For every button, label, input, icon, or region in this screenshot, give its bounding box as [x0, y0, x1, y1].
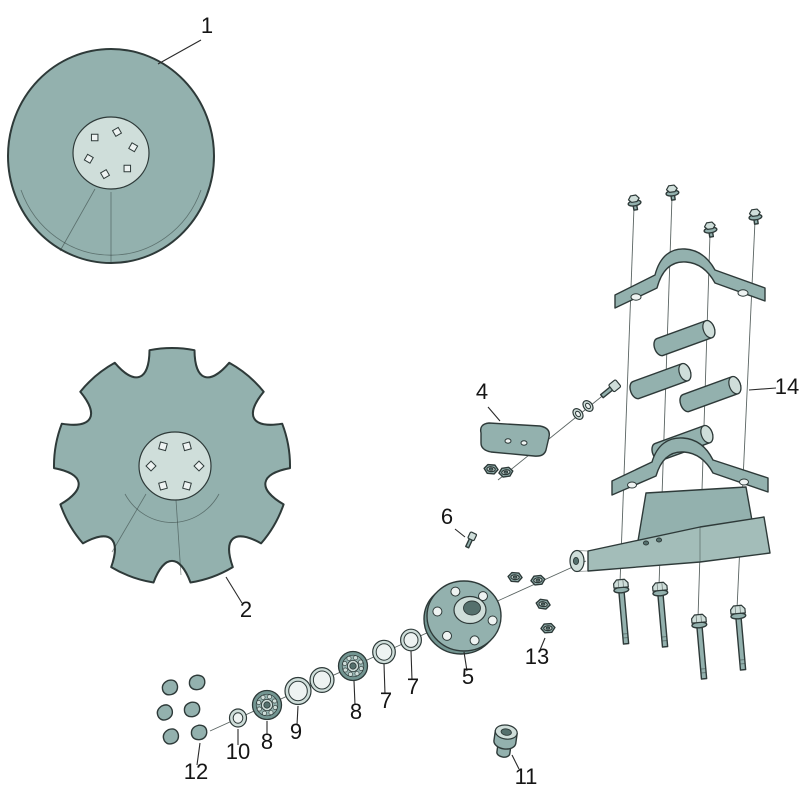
leader-line: [383, 663, 386, 695]
leader-line: [157, 39, 202, 65]
part-label-7: 7: [407, 674, 419, 699]
flange-screw: [747, 207, 764, 226]
hex-nut: [483, 463, 500, 475]
scraper-screw: [599, 379, 622, 399]
leader-line: [353, 680, 356, 706]
leader-line: [296, 705, 299, 726]
part-4-scraper: [479, 379, 622, 479]
part-1-plain-disc: [7, 48, 215, 264]
part-labels: 1 2 4 5 6 7 7 8 8 9 10 11 12 13 14: [157, 13, 799, 789]
leader-line: [511, 754, 520, 770]
hex-nut: [539, 622, 556, 634]
flange-screw: [664, 183, 681, 202]
leader-line: [196, 742, 201, 766]
hex-nut: [507, 571, 524, 583]
part-label-4: 4: [476, 379, 488, 404]
leader-line: [748, 387, 777, 391]
disc-bolt-holes: [145, 441, 205, 491]
part-13-nuts: [507, 571, 556, 634]
part-8-bearing: [337, 650, 369, 682]
cap-nut: [189, 722, 209, 742]
axle-rings-and-bearings: [228, 628, 423, 728]
part-9-ring: [284, 676, 312, 706]
part-2-notched-disc: [52, 347, 292, 584]
cap-nut: [162, 727, 180, 746]
spacer-roller: [651, 318, 718, 359]
part-label-11: 11: [515, 764, 538, 789]
leader-line: [487, 406, 501, 422]
part-12-cap-nuts: [155, 672, 209, 746]
part-10-ring: [228, 708, 248, 728]
cap-nut: [161, 679, 179, 696]
hex-bolt: [651, 581, 674, 649]
part-label-6: 6: [441, 504, 453, 529]
part-label-5: 5: [462, 664, 474, 689]
hex-nut: [534, 598, 552, 611]
part-8-bearing: [251, 689, 283, 721]
hex-nut: [497, 466, 515, 479]
part-label-7: 7: [380, 688, 392, 713]
flange-screw: [626, 193, 643, 212]
seal-ring: [309, 666, 335, 693]
part-label-1: 1: [201, 13, 213, 38]
leader-line: [539, 637, 546, 651]
part-label-13: 13: [525, 644, 549, 669]
part-7-washer: [372, 639, 396, 665]
part-label-8: 8: [261, 729, 273, 754]
bottom-bolts: [612, 578, 752, 681]
assembly-axis-lines: [209, 196, 756, 732]
part-11-bushing: [493, 724, 518, 758]
part-label-12: 12: [184, 759, 208, 784]
leader-line: [410, 650, 413, 681]
part-6-screw: [465, 531, 478, 549]
top-flange-screws: [626, 183, 764, 239]
clamp-plate-top: [614, 248, 766, 309]
part-7-washer: [400, 628, 423, 652]
part-label-10: 10: [226, 739, 250, 764]
leader-line: [463, 651, 468, 672]
cap-nut: [182, 700, 202, 719]
cap-nut: [155, 703, 175, 722]
part-5-hub: [423, 580, 502, 655]
hex-bolt: [612, 578, 635, 646]
hex-bolt: [729, 604, 752, 672]
hex-nut: [529, 574, 547, 587]
disc-bolt-holes: [83, 126, 139, 180]
cap-nut: [187, 672, 208, 693]
part-label-8: 8: [350, 699, 362, 724]
flange-screw: [702, 220, 719, 239]
part-label-9: 9: [290, 719, 302, 744]
leader-line: [454, 528, 466, 538]
part-label-2: 2: [240, 597, 252, 622]
part-label-14: 14: [775, 374, 799, 399]
hex-bolt: [690, 613, 713, 681]
housing-arm: [569, 437, 771, 573]
leader-line: [225, 576, 243, 604]
